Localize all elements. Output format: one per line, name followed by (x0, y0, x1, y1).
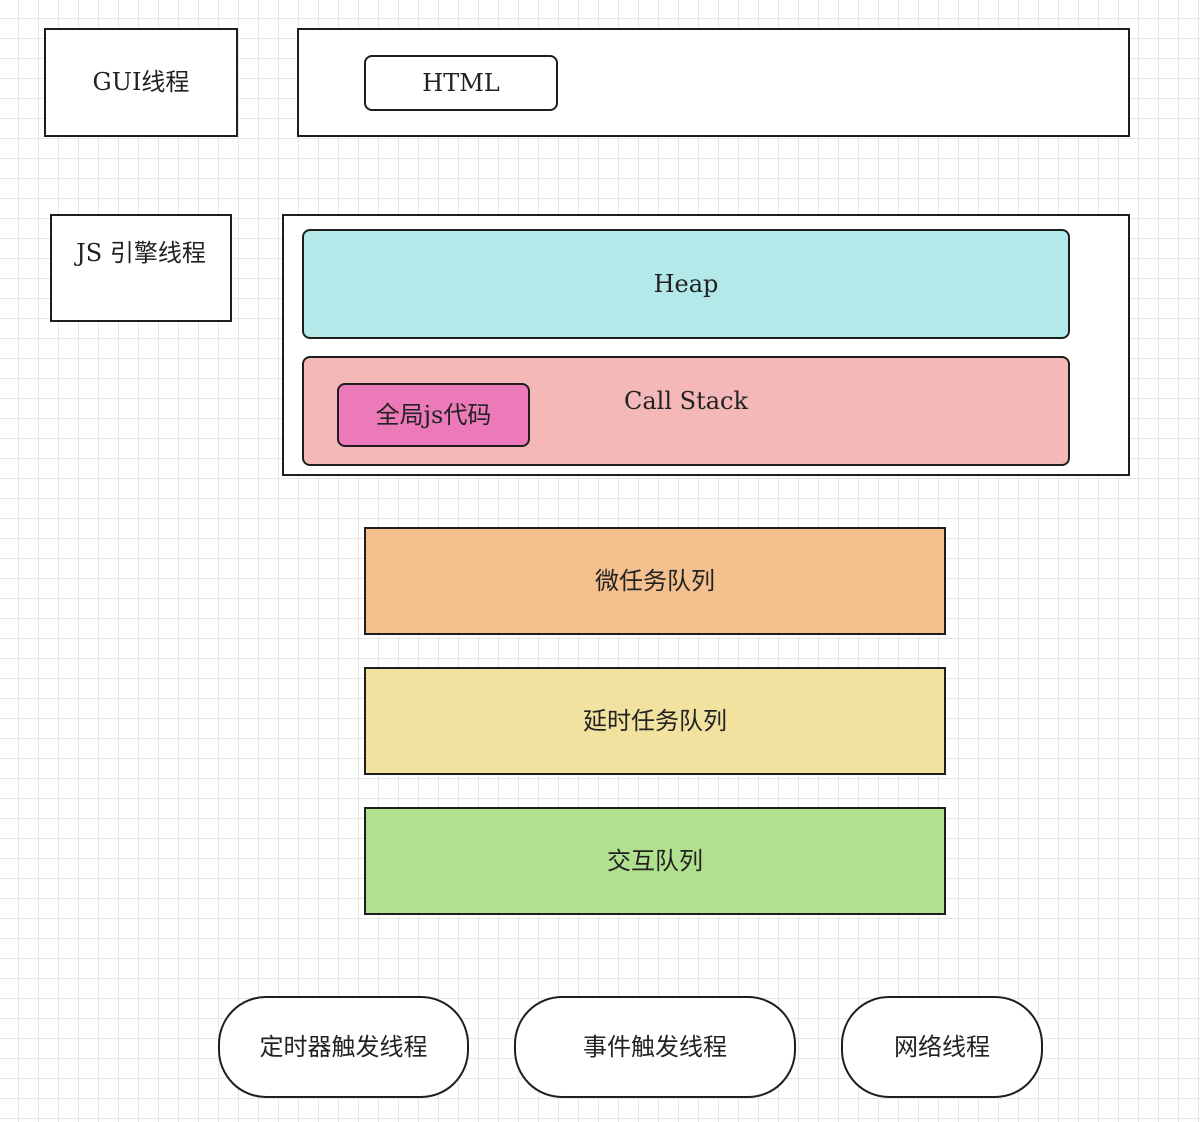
interaction-queue-label: 交互队列 (607, 846, 703, 875)
gui-thread-label: GUI线程 (92, 68, 190, 97)
js-engine-thread-label: JS 引擎线程 (76, 238, 206, 267)
microtask-queue-box: 微任务队列 (364, 527, 946, 635)
html-label: HTML (422, 68, 500, 97)
global-js-code-box: 全局js代码 (337, 383, 530, 447)
heap-box: Heap (302, 229, 1070, 339)
interaction-queue-box: 交互队列 (364, 807, 946, 915)
network-thread-box: 网络线程 (841, 996, 1043, 1098)
js-engine-thread-box: JS 引擎线程 (50, 214, 232, 322)
global-js-code-label: 全局js代码 (375, 400, 492, 429)
event-trigger-thread-box: 事件触发线程 (514, 996, 796, 1098)
html-box: HTML (364, 55, 558, 111)
event-trigger-thread-label: 事件触发线程 (583, 1032, 727, 1061)
network-thread-label: 网络线程 (894, 1032, 990, 1061)
timer-trigger-thread-box: 定时器触发线程 (218, 996, 469, 1098)
gui-thread-box: GUI线程 (44, 28, 238, 137)
delay-task-queue-label: 延时任务队列 (583, 706, 727, 735)
call-stack-label: Call Stack (623, 386, 749, 415)
delay-task-queue-box: 延时任务队列 (364, 667, 946, 775)
microtask-queue-label: 微任务队列 (595, 566, 715, 595)
heap-label: Heap (653, 269, 719, 298)
timer-trigger-thread-label: 定时器触发线程 (259, 1032, 428, 1061)
